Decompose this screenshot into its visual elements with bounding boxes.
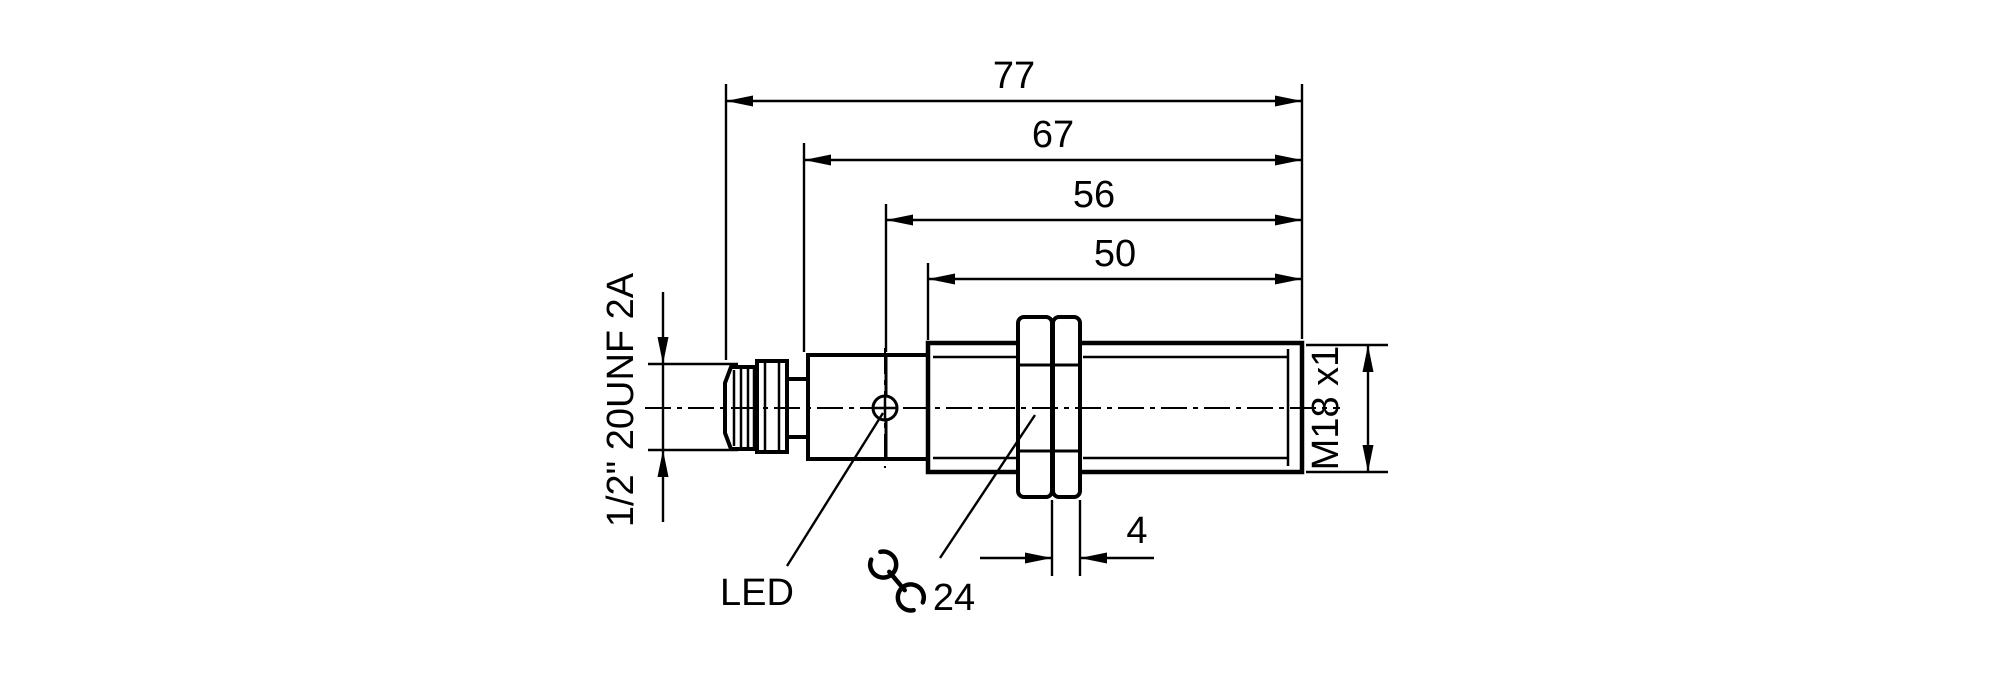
wrench-icon: [867, 549, 927, 613]
led-label: LED: [720, 572, 794, 614]
dimension-thread-length-value: 50: [1094, 233, 1136, 275]
dimension-nut-thickness: 4: [980, 500, 1154, 576]
wrench-size-label: 24: [933, 577, 975, 619]
connector-thread-label: 1/2" 20UNF 2A: [600, 272, 642, 527]
led-callout: LED: [720, 412, 885, 614]
dimension-connector-thread: 1/2" 20UNF 2A: [600, 272, 738, 527]
dimension-body-length: 67: [802, 114, 1302, 352]
threaded-barrel: [925, 340, 1305, 475]
dimension-length-to-joint: 56: [884, 174, 1302, 352]
dimension-overall-length: 77: [724, 55, 1304, 360]
dimension-length-to-joint-value: 56: [1073, 174, 1115, 216]
wrench-callout: 24: [867, 414, 1036, 619]
connector-collar: [755, 359, 789, 454]
front-thread-label: M18 x1: [1305, 346, 1347, 471]
dimension-front-thread: M18 x1: [1305, 343, 1388, 474]
dimension-overall-length-value: 77: [993, 55, 1035, 97]
dimension-body-length-value: 67: [1032, 114, 1074, 156]
dimension-thread-length: 50: [926, 233, 1302, 340]
dimension-nut-thickness-value: 4: [1126, 510, 1147, 552]
